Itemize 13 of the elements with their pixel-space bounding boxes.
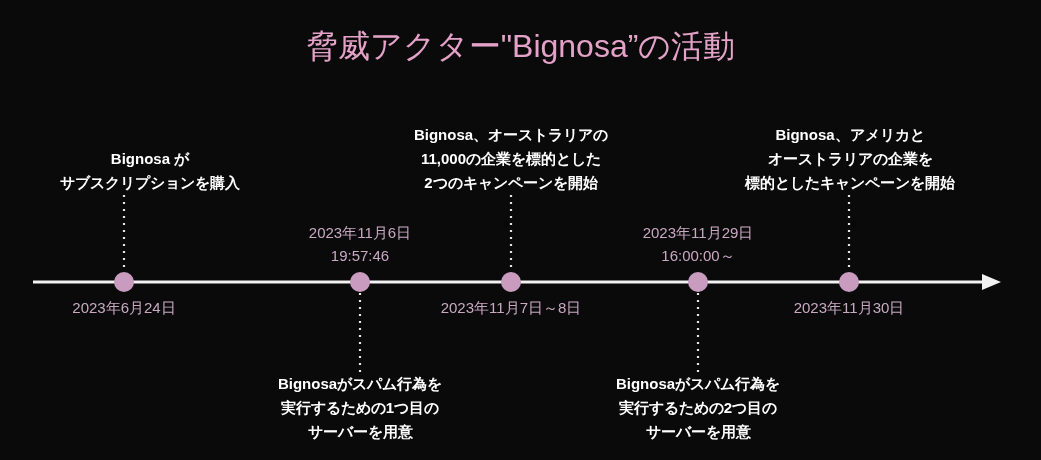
leader-line bbox=[358, 292, 362, 372]
date-label: 2023年11月7日～8日 bbox=[440, 298, 582, 318]
event-description: Bignosaがスパム行為を実行するための1つ目のサーバーを用意 bbox=[252, 372, 468, 444]
event-description: Bignosaがスパム行為を実行するための2つ目のサーバーを用意 bbox=[590, 372, 806, 444]
event-description: Bignosa、オーストラリアの11,000の企業を標的とした2つのキャンペーンを開始 bbox=[408, 123, 614, 195]
event-description: Bignosa、アメリカとオーストラリアの企業を標的としたキャンペーンを開始 bbox=[725, 123, 975, 195]
date-label: 2023年11月29日 16:00:00～ bbox=[641, 223, 755, 266]
diagram-title: 脅威アクター"Bignosa”の活動 bbox=[305, 27, 736, 66]
date-label: 2023年11月30日 bbox=[793, 298, 905, 318]
date-label: 2023年11月6日 19:57:46 bbox=[307, 223, 413, 266]
date-label: 2023年6月24日 bbox=[72, 298, 176, 318]
event-description: Bignosa がサブスクリプションを購入 bbox=[50, 147, 250, 195]
leader-line bbox=[696, 292, 700, 372]
